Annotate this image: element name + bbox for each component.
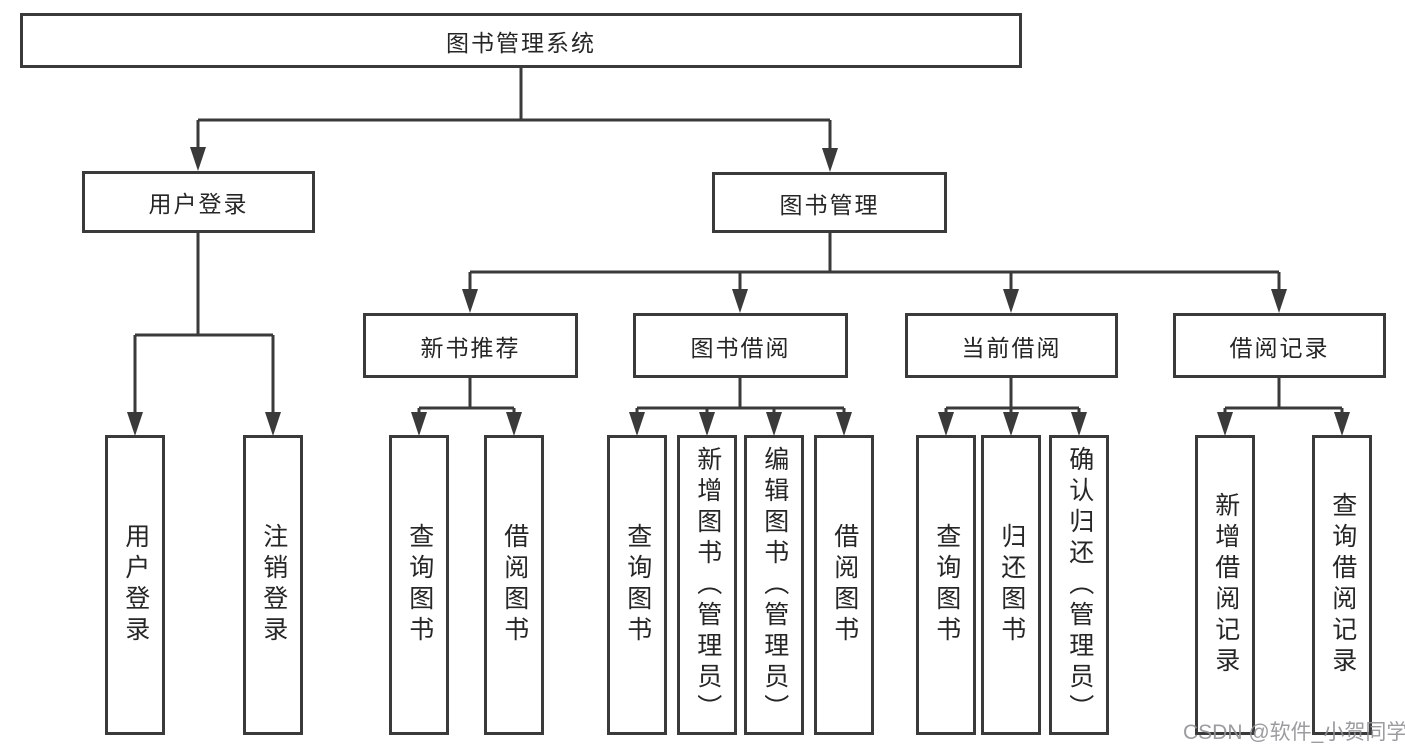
leaf-query-borrow-record-label: 查询借阅记录 xyxy=(1328,492,1357,678)
leaf-query-books-current: 查询图书 xyxy=(916,435,976,735)
leaf-query-books-recommend-label: 查询图书 xyxy=(405,523,434,647)
leaf-borrow-books: 借阅图书 xyxy=(814,435,874,735)
leaf-return-books: 归还图书 xyxy=(981,435,1041,735)
leaf-query-books-recommend: 查询图书 xyxy=(389,435,449,735)
leaf-confirm-return-admin: 确认归还（管理员） xyxy=(1049,435,1109,735)
node-borrow-records-label: 借阅记录 xyxy=(1229,334,1330,361)
leaf-add-borrow-record: 新增借阅记录 xyxy=(1195,435,1255,735)
node-user-login: 用户登录 xyxy=(82,171,315,233)
node-library-system-label: 图书管理系统 xyxy=(446,29,596,56)
leaf-query-books-borrowing-label: 查询图书 xyxy=(623,523,652,647)
leaf-logout: 注销登录 xyxy=(243,435,303,735)
leaf-edit-books-admin-label: 编辑图书（管理员） xyxy=(760,445,789,725)
arrowheads xyxy=(127,147,1350,436)
node-book-management-label: 图书管理 xyxy=(779,191,880,218)
leaf-borrow-books-label: 借阅图书 xyxy=(830,523,859,647)
leaf-borrow-books-recommend: 借阅图书 xyxy=(484,435,544,735)
node-new-book-recommend-label: 新书推荐 xyxy=(420,334,521,361)
node-book-management: 图书管理 xyxy=(712,172,947,233)
leaf-confirm-return-admin-label: 确认归还（管理员） xyxy=(1065,445,1094,725)
leaf-add-books-admin-label: 新增图书（管理员） xyxy=(693,445,722,725)
leaf-logout-label: 注销登录 xyxy=(259,523,288,647)
node-new-book-recommend: 新书推荐 xyxy=(363,313,578,378)
leaf-user-login: 用户登录 xyxy=(105,435,165,735)
node-current-borrowing-label: 当前借阅 xyxy=(961,334,1062,361)
leaf-user-login-label: 用户登录 xyxy=(121,523,150,647)
leaf-add-books-admin: 新增图书（管理员） xyxy=(677,435,737,735)
leaf-return-books-label: 归还图书 xyxy=(997,523,1026,647)
node-user-login-label: 用户登录 xyxy=(148,191,249,217)
leaf-borrow-books-recommend-label: 借阅图书 xyxy=(500,523,529,647)
node-library-system: 图书管理系统 xyxy=(20,13,1022,68)
node-borrow-records: 借阅记录 xyxy=(1173,313,1386,378)
leaf-query-borrow-record: 查询借阅记录 xyxy=(1312,435,1372,735)
leaf-add-borrow-record-label: 新增借阅记录 xyxy=(1211,492,1240,678)
leaf-query-books-borrowing: 查询图书 xyxy=(607,435,667,735)
node-book-borrowing: 图书借阅 xyxy=(633,313,848,378)
leaf-query-books-current-label: 查询图书 xyxy=(932,523,961,647)
connector-lines xyxy=(133,68,1344,416)
csdn-watermark: CSDN @软件_小贺同学 xyxy=(1183,721,1405,744)
leaf-edit-books-admin: 编辑图书（管理员） xyxy=(744,435,804,735)
node-book-borrowing-label: 图书借阅 xyxy=(690,334,791,361)
node-current-borrowing: 当前借阅 xyxy=(905,313,1118,378)
